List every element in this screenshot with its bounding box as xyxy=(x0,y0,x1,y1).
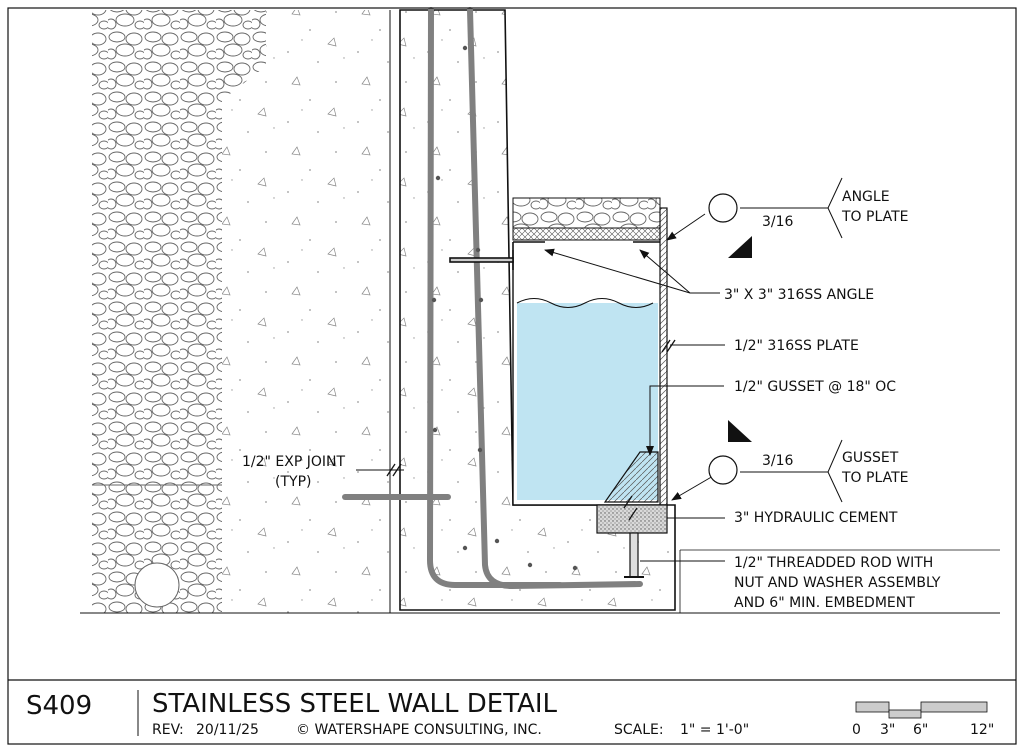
drawing-title: STAINLESS STEEL WALL DETAIL xyxy=(152,689,558,719)
stainless-plate xyxy=(659,207,668,509)
scale-value: 1" = 1'-0" xyxy=(680,722,749,738)
angles xyxy=(449,241,660,270)
coping xyxy=(512,197,661,241)
scale-tick-6: 6" xyxy=(913,722,928,738)
weld-symbol-top xyxy=(708,193,752,258)
scale-tick-0: 0 xyxy=(852,722,861,738)
label-gusset-to-plate-1: GUSSET xyxy=(842,450,899,466)
label-rod-3: AND 6" MIN. EMBEDMENT xyxy=(734,595,915,611)
label-gusset: 1/2" GUSSET @ 18" OC xyxy=(734,379,896,395)
label-weld-size-bottom: 3/16 xyxy=(762,453,794,469)
label-weld-size-top: 3/16 xyxy=(762,214,794,230)
scale-tick-12: 12" xyxy=(970,722,994,738)
threaded-rod xyxy=(624,532,644,578)
label-exp-joint-1: 1/2" EXP JOINT xyxy=(242,454,346,470)
scale-bar: 0 3" 6" 12" xyxy=(852,701,994,738)
label-exp-joint-2: (TYP) xyxy=(275,474,311,490)
scale-tick-3: 3" xyxy=(880,722,895,738)
soil-fill xyxy=(222,10,390,613)
joint-ticks xyxy=(386,339,676,521)
rev-label: REV: xyxy=(152,722,184,738)
label-rod-2: NUT AND WASHER ASSEMBLY xyxy=(734,575,941,591)
label-plate: 1/2" 316SS PLATE xyxy=(734,338,859,354)
company-name: © WATERSHAPE CONSULTING, INC. xyxy=(296,722,542,738)
stone-backfill xyxy=(92,10,266,613)
drain-pipe xyxy=(134,562,180,608)
scale-label: SCALE: xyxy=(614,722,664,738)
rev-value: 20/11/25 xyxy=(196,722,259,738)
label-angle-to-plate-2: TO PLATE xyxy=(841,209,908,225)
rebar xyxy=(342,7,643,590)
label-angle: 3" X 3" 316SS ANGLE xyxy=(724,287,874,303)
concrete-wall xyxy=(389,9,676,613)
label-cement: 3" HYDRAULIC CEMENT xyxy=(734,510,898,526)
label-rod-1: 1/2" THREADDED ROD WITH xyxy=(734,555,933,571)
label-angle-to-plate-1: ANGLE xyxy=(842,189,890,205)
title-block: S409 STAINLESS STEEL WALL DETAIL REV: 20… xyxy=(7,7,1017,745)
hydraulic-cement xyxy=(596,504,668,534)
weld-symbol-bottom xyxy=(708,420,752,485)
sheet-number: S409 xyxy=(26,691,92,721)
label-gusset-to-plate-2: TO PLATE xyxy=(841,470,908,486)
